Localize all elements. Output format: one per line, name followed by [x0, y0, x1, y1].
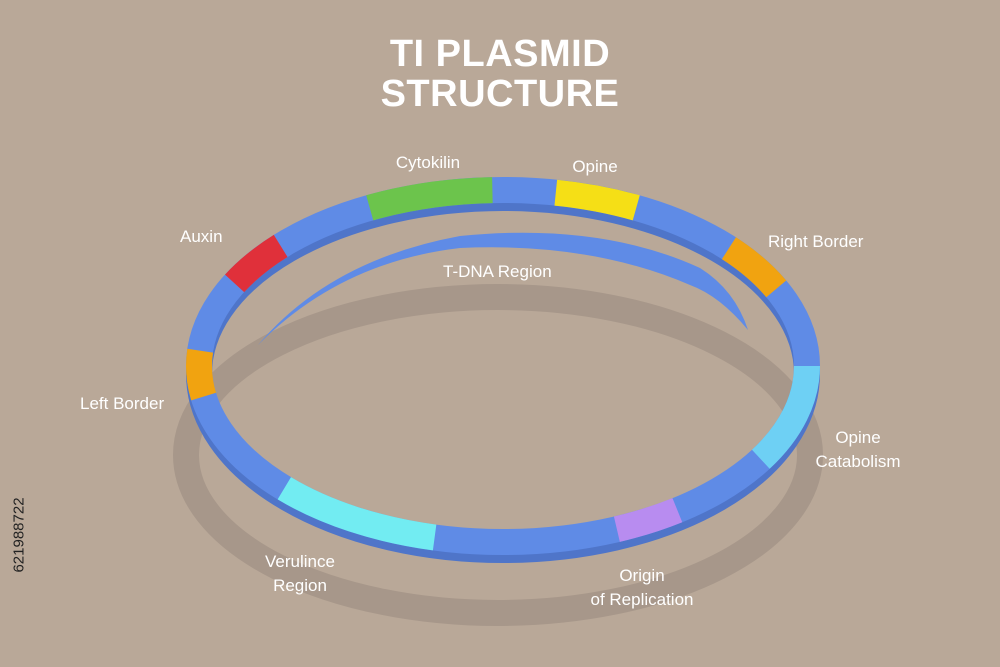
tdna-arc [258, 232, 748, 345]
segment-left-border [186, 348, 217, 401]
ring-shadow [173, 284, 823, 626]
label-opine-catabolism-1: Opine [835, 428, 881, 447]
segment-auxin [225, 234, 288, 293]
label-verulince-1: Verulince [265, 552, 335, 571]
ring-segments [186, 177, 820, 551]
label-right-border: Right Border [768, 232, 864, 251]
label-opine: Opine [572, 157, 618, 176]
title-line-1: TI PLASMID [389, 33, 611, 75]
stock-id: 621988722 [10, 497, 28, 573]
segment-right-border [721, 237, 787, 298]
label-opine-catabolism-2: Catabolism [815, 452, 901, 471]
label-origin-1: Origin [619, 566, 665, 585]
label-cytokilin: Cytokilin [395, 153, 461, 172]
label-auxin: Auxin [180, 227, 223, 246]
label-verulince-2: Region [273, 576, 327, 595]
segment-opine-catabolism [751, 365, 820, 469]
segment-opine [554, 179, 640, 221]
stock-id-text: 621988722 [8, 420, 30, 650]
segment-verulince [277, 477, 437, 551]
label-origin-2: of Replication [590, 590, 694, 609]
title-line-2: STRUCTURE [380, 73, 620, 115]
segment-origin [613, 498, 683, 542]
label-left-border: Left Border [80, 394, 165, 413]
label-tdna-region: T-DNA Region [443, 262, 552, 281]
segment-cytokilin [366, 177, 493, 221]
